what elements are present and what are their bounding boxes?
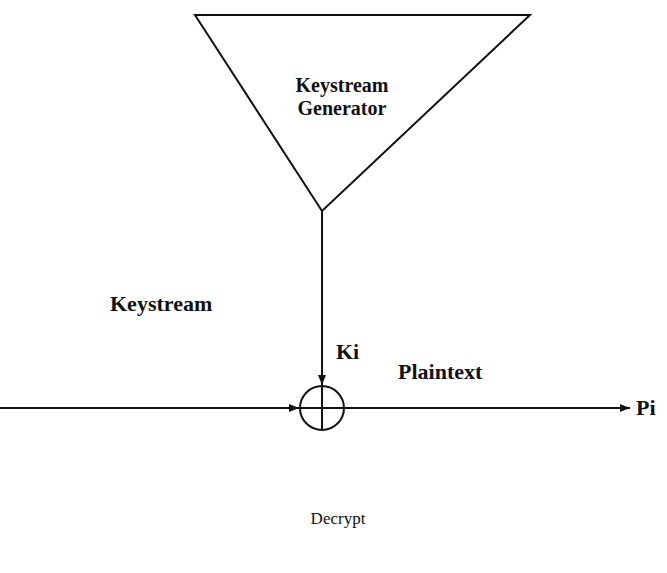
xor-cross: [321, 386, 323, 430]
signal-label: Plaintext: [398, 360, 482, 384]
generator-triangle: Keystream Generator: [195, 15, 530, 211]
output-wire: [345, 407, 630, 409]
signal-label: Keystream: [110, 292, 212, 316]
input-wire: [0, 407, 299, 409]
xor-symbol: [300, 386, 344, 430]
triangle-outline: [195, 15, 530, 211]
node-title: Keystream Generator: [277, 74, 407, 120]
signal-label: Pi: [636, 396, 656, 420]
keystream-wire: [321, 211, 323, 385]
figure-caption: Decrypt: [311, 510, 366, 529]
signal-label: Ki: [336, 340, 359, 364]
